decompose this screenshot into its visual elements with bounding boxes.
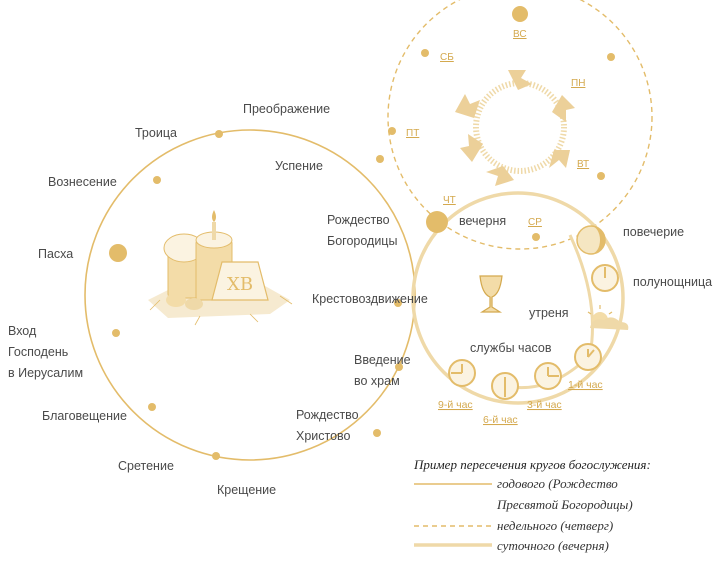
label-vhod-2: Господень xyxy=(8,345,68,359)
label-vt: ВТ xyxy=(577,159,589,170)
intersection-dot xyxy=(426,211,448,233)
dot-pn xyxy=(607,53,615,61)
label-sretenie: Сретение xyxy=(118,459,174,473)
label-cht: ЧТ xyxy=(443,195,456,206)
dot-sr xyxy=(532,233,540,241)
label-troica: Троица xyxy=(135,126,177,140)
dot-vhod xyxy=(112,329,120,337)
dot-preobrazhenie xyxy=(215,130,223,138)
label-vvedenie-2: во храм xyxy=(354,374,400,388)
label-vechernya: вечерня xyxy=(459,214,506,228)
dot-vvedenie xyxy=(395,363,403,371)
legend-item-daily: суточного (вечерня) xyxy=(497,538,609,553)
annual-labels: Преображение Троица Успение Вознесение П… xyxy=(8,102,428,497)
label-pn: ПН xyxy=(571,78,585,89)
label-rozhdestvo-b-2: Богородицы xyxy=(327,234,397,248)
label-9-hour: 9-й час xyxy=(438,399,473,411)
label-pascha: Пасха xyxy=(38,247,73,261)
label-vvedenie-1: Введение xyxy=(354,353,411,367)
label-vhod-1: Вход xyxy=(8,324,37,338)
hour-labels: 9-й час 6-й час 3-й час 1-й час xyxy=(438,379,603,426)
sunrise-cloud-icon xyxy=(587,305,629,330)
label-utrenya: утреня xyxy=(529,306,569,320)
weekday-labels: ВС СБ ПН ПТ ВТ ЧТ СР xyxy=(406,29,589,228)
annual-circle-dots xyxy=(109,130,403,460)
label-preobrazhenie: Преображение xyxy=(243,102,330,116)
dot-uspenie xyxy=(376,155,384,163)
label-vosnesenie: Вознесение xyxy=(48,175,117,189)
rotation-arrows-icon xyxy=(455,70,575,186)
label-6-hour: 6-й час xyxy=(483,414,518,426)
legend-item-annual-1: годового (Рождество xyxy=(497,476,618,491)
legend-title: Пример пересечения кругов богослужения: xyxy=(413,457,651,472)
clock-6-icon xyxy=(491,372,519,400)
label-blagoveshchenie: Благовещение xyxy=(42,409,127,423)
legend-item-weekly: недельного (четверг) xyxy=(497,518,613,533)
label-sr: СР xyxy=(528,217,542,228)
dot-sretenie xyxy=(212,452,220,460)
label-povecherie: повечерие xyxy=(623,225,684,239)
weekly-circle-dots xyxy=(388,6,615,241)
label-polunoshchnica: полунощница xyxy=(633,275,712,289)
label-sluzhby-chasov: службы часов xyxy=(470,341,552,355)
clock-3-icon xyxy=(534,362,562,390)
label-rozhdestvo-h-1: Рождество xyxy=(296,408,359,422)
daily-labels: вечерня повечерие полунощница утреня слу… xyxy=(459,214,712,355)
daily-circle xyxy=(411,191,625,405)
label-1-hour: 1-й час xyxy=(568,379,603,391)
dot-blagoveshchenie xyxy=(148,403,156,411)
dot-sb xyxy=(421,49,429,57)
dot-vosnesenie xyxy=(153,176,161,184)
legend-item-annual-2: Пресвятой Богородицы) xyxy=(496,497,633,512)
annual-circle xyxy=(84,129,416,461)
label-sb: СБ xyxy=(440,52,454,63)
sun-ring-icon xyxy=(473,80,567,174)
moon-icon xyxy=(576,225,606,255)
clock-9-icon xyxy=(448,359,476,387)
dot-pascha xyxy=(109,244,127,262)
label-rozhdestvo-b-1: Рождество xyxy=(327,213,390,227)
label-kreshchenie: Крещение xyxy=(217,483,276,497)
midnight-clock-icon xyxy=(591,264,619,292)
weekly-circle xyxy=(387,0,653,250)
dot-vozdvizhenie xyxy=(394,299,402,307)
label-uspenie: Успение xyxy=(275,159,323,173)
dot-pt xyxy=(388,127,396,135)
dot-vs xyxy=(512,6,528,22)
legend: Пример пересечения кругов богослужения: … xyxy=(413,457,651,553)
label-pt: ПТ xyxy=(406,128,419,139)
clock-1-icon xyxy=(574,343,602,371)
dot-rozhdestvo-hristovo xyxy=(373,429,381,437)
label-vs: ВС xyxy=(513,29,527,40)
svg-text:ХВ: ХВ xyxy=(227,274,253,295)
chalice-icon xyxy=(479,275,503,313)
easter-cake-illustration: ХВ xyxy=(148,210,293,326)
label-vhod-3: в Иерусалим xyxy=(8,366,83,380)
label-3-hour: 3-й час xyxy=(527,399,562,411)
label-krestovozdvizhenie: Крестовоздвижение xyxy=(312,292,428,306)
hour-clocks xyxy=(448,343,602,400)
label-rozhdestvo-h-2: Христово xyxy=(296,429,351,443)
dot-vt xyxy=(597,172,605,180)
